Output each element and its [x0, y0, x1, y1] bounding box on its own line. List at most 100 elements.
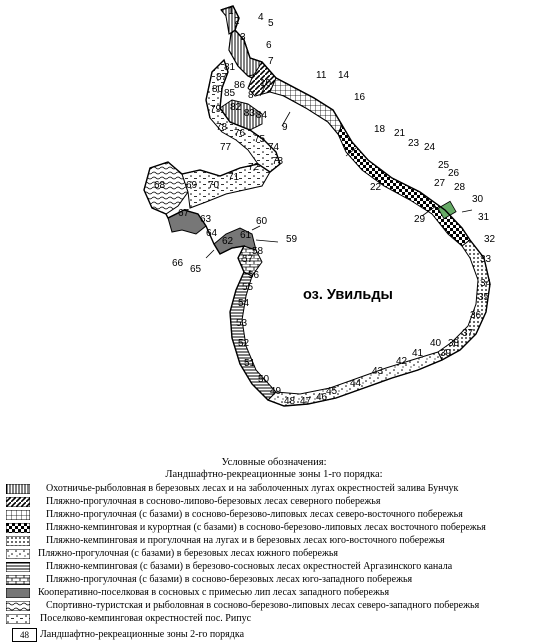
horizontal-hatch-icon — [6, 562, 30, 572]
zone-number-label: 67 — [178, 208, 190, 219]
zone-number-label: 57 — [242, 254, 254, 265]
legend-item-label: Кооперативно-поселковая в сосновых с при… — [38, 587, 390, 598]
legend-item-label: Пляжно-прогулочная (с базами) в сосново-… — [46, 574, 413, 585]
zone-number-label: 76 — [234, 128, 246, 139]
zone-number-label: 72 — [248, 162, 260, 173]
zone-number-label: 69 — [186, 180, 198, 191]
leader-lines — [205, 83, 473, 259]
zone-number-label: 60 — [256, 216, 268, 227]
legend-item-label: Пляжно-кемпинговая (с базами) в березово… — [46, 561, 453, 572]
zone-number-label: 75 — [254, 134, 266, 145]
vertical-hatch-icon — [6, 484, 30, 494]
zone-number-label: 51 — [244, 358, 256, 369]
legend-item-label: Пляжно-прогулочная (с базами) в сосново-… — [46, 509, 463, 520]
zone-number-label: 38 — [448, 338, 460, 349]
zone-number-label: 1 — [228, 6, 234, 17]
dot-grid-icon — [6, 536, 30, 546]
zone-northeast-grid — [269, 77, 343, 135]
zone-number-label: 58 — [252, 246, 264, 257]
dots-dashes-icon — [6, 614, 30, 624]
zone-number-label: 35 — [478, 292, 490, 303]
zone-number-label: 86 — [234, 80, 246, 91]
zone-number-label: 8 — [248, 90, 254, 101]
zone-number-label: 33 — [480, 254, 492, 265]
zone-number-label: 46 — [316, 392, 328, 403]
zone-number-label: 14 — [338, 70, 350, 81]
zone-number-label: 5 — [268, 18, 274, 29]
zone-number-label: 84 — [256, 110, 268, 121]
zone-number-label: 4 — [258, 12, 264, 23]
zone-number-label: 55 — [242, 282, 254, 293]
legend-title: Условные обозначения: — [221, 457, 327, 468]
zone-number-label: 11 — [316, 70, 327, 81]
zone-number-label: 77 — [220, 142, 232, 153]
zone-number-label: 29 — [414, 214, 426, 225]
zone-number-label: 59 — [286, 234, 298, 245]
zone-number-label: 32 — [484, 234, 496, 245]
zone-number-label: 78 — [216, 122, 228, 133]
waves-pattern-icon — [6, 601, 30, 611]
zone-number-label: 45 — [326, 386, 338, 397]
zone-number-label: 9 — [282, 122, 288, 133]
zone-number-label: 18 — [374, 124, 386, 135]
zone-number-label: 43 — [372, 366, 384, 377]
zone-number-label: 28 — [454, 182, 466, 193]
solid-gray-icon — [6, 588, 30, 598]
zone-number-label: 37 — [462, 328, 474, 339]
zone-number-label: 68 — [154, 180, 166, 191]
zone-number-label: 83 — [244, 108, 256, 119]
lake-label: оз. Увильды — [303, 287, 393, 303]
zone-number-label: 80 — [212, 84, 224, 95]
legend-item-label: Спортивно-туристская и рыболовная в сосн… — [46, 600, 480, 611]
zone-number-label: 26 — [448, 168, 460, 179]
zone-number-label: 23 — [408, 138, 420, 149]
zone-number-label: 40 — [430, 338, 442, 349]
zone-number-label: 53 — [236, 318, 248, 329]
zone-number-label: 64 — [206, 228, 218, 239]
zone-number-label: 16 — [354, 92, 366, 103]
lake-outer-outline — [143, 5, 491, 407]
legend-item-label: Пляжно-кемпинговая и курортная (с базами… — [46, 522, 486, 533]
zone-number-label: 81 — [224, 62, 236, 73]
grid-pattern-icon — [6, 510, 30, 520]
zone-number-label: 74 — [268, 142, 280, 153]
zone-number-label: 71 — [228, 172, 240, 183]
zone-number-label: 82 — [230, 102, 242, 113]
zone-number-label: 42 — [396, 356, 408, 367]
zone-number-label: 21 — [394, 128, 406, 139]
zone-number-label: 39 — [440, 348, 452, 359]
zone-east-checker — [337, 123, 471, 247]
zone-number-label: 44 — [350, 378, 362, 389]
zone-number-label: 87 — [216, 72, 228, 83]
legend-subtitle: Ландшафтно-рекреационные зоны 1-го поряд… — [165, 469, 383, 480]
zone2-number-box: 48 — [12, 628, 37, 642]
zone-number-label: 10 — [260, 78, 272, 89]
zone-number-label: 30 — [472, 194, 484, 205]
zone-number-label: 85 — [224, 88, 236, 99]
zone-number-label: 34 — [480, 278, 492, 289]
zone-number-label: 50 — [258, 374, 270, 385]
zone-number-label: 27 — [434, 178, 446, 189]
scattered-dots-icon — [6, 549, 30, 559]
zone-number-label: 48 — [284, 396, 296, 407]
zone-number-label: 63 — [200, 214, 212, 225]
zone-number-label: 49 — [270, 386, 282, 397]
zone2-label: Ландшафтно-рекреационные зоны 2-го поряд… — [40, 629, 245, 640]
zone-number-label: 24 — [424, 142, 436, 153]
zone-number-label: 62 — [222, 236, 234, 247]
zone-number-label: 6 — [266, 40, 272, 51]
zone-number-label: 52 — [238, 338, 250, 349]
legend-item-label: Охотничье-рыболовная в березовых лесах и… — [46, 483, 459, 494]
legend-item-label: Пляжно-кемпинговая и прогулочная на луга… — [46, 535, 445, 546]
zone-number-label: 41 — [412, 348, 424, 359]
zone-number-label: 56 — [248, 270, 260, 281]
zone-number-label: 3 — [240, 32, 246, 43]
zone-number-label: 2 — [234, 16, 240, 27]
zone-number-label: 31 — [478, 212, 490, 223]
zone-number-label: 25 — [438, 160, 450, 171]
checker-pattern-icon — [6, 523, 30, 533]
brick-pattern-icon — [6, 575, 30, 585]
zone-number-label: 66 — [172, 258, 184, 269]
zone-number-label: 36 — [470, 310, 482, 321]
